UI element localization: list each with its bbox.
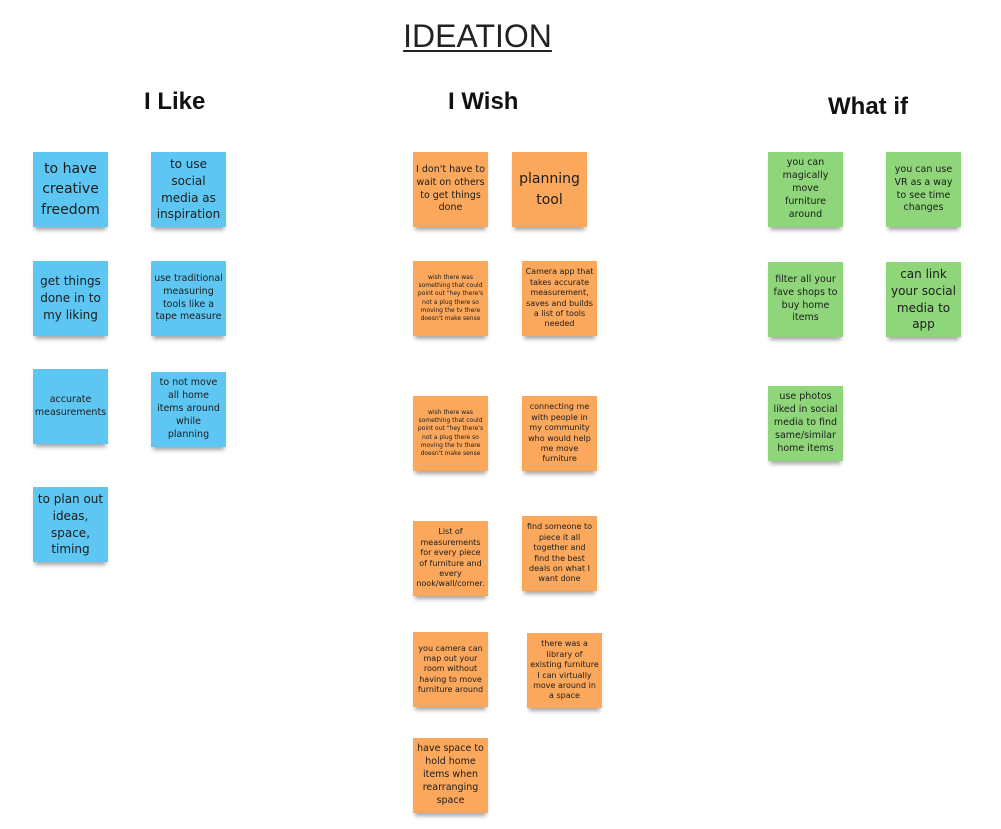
sticky-note-text: use photos liked in social media to find…	[773, 391, 838, 454]
sticky-note[interactable]: connecting me with people in my communit…	[522, 396, 597, 471]
sticky-note-text: to plan out ideas, space, timing	[37, 491, 104, 557]
board-title: IDEATION	[403, 18, 552, 54]
sticky-note[interactable]: can link your social media to app	[886, 262, 961, 337]
sticky-note[interactable]: to use social media as inspiration	[151, 152, 226, 227]
sticky-note-text: you camera can map out your room without…	[417, 643, 484, 695]
sticky-note-text: you can magically move furniture around	[782, 157, 829, 220]
sticky-note[interactable]: to have creative freedom	[33, 152, 108, 227]
sticky-note-text: connecting me with people in my communit…	[528, 402, 591, 464]
sticky-note[interactable]: accurate measurements	[33, 369, 108, 444]
sticky-note-text: accurate measurements	[34, 393, 107, 418]
sticky-note[interactable]: you can use VR as a way to see time chan…	[886, 152, 961, 227]
sticky-note[interactable]: to not move all home items around while …	[151, 372, 226, 447]
sticky-note-text: there was a library of existing furnitur…	[530, 639, 599, 701]
sticky-note[interactable]: List of measurements for every piece of …	[413, 521, 488, 596]
sticky-note-text: find someone to piece it all together an…	[527, 522, 592, 584]
sticky-note-text: to not move all home items around while …	[157, 377, 220, 440]
sticky-note-text: List of measurements for every piece of …	[416, 527, 485, 589]
sticky-note-text: filter all your fave shops to buy home i…	[773, 273, 838, 324]
sticky-note-text: wish there was something that could poin…	[417, 409, 484, 457]
sticky-note-text: to have creative freedom	[41, 161, 100, 218]
sticky-note-text: I don't have to wait on others to get th…	[416, 163, 485, 214]
sticky-note-text: get things done in to my liking	[40, 274, 101, 322]
sticky-note[interactable]: I don't have to wait on others to get th…	[413, 152, 488, 227]
sticky-note-text: wish there was something that could poin…	[417, 274, 484, 322]
sticky-note-text: have space to hold home items when rearr…	[417, 743, 484, 806]
column-header-i-wish: I Wish	[448, 88, 519, 115]
sticky-note[interactable]: there was a library of existing furnitur…	[527, 633, 602, 708]
sticky-note[interactable]: find someone to piece it all together an…	[522, 516, 597, 591]
sticky-note[interactable]: you can magically move furniture around	[768, 152, 843, 227]
sticky-note-text: can link your social media to app	[890, 266, 956, 332]
sticky-note-text: use traditional measuring tools like a t…	[154, 272, 223, 323]
sticky-note-text: planning tool	[519, 171, 580, 208]
sticky-note-text: you can use VR as a way to see time chan…	[894, 163, 953, 214]
column-header-what-if: What if	[828, 93, 908, 120]
sticky-note[interactable]: wish there was something that could poin…	[413, 396, 488, 471]
sticky-note[interactable]: planning tool	[512, 152, 587, 227]
sticky-note[interactable]: filter all your fave shops to buy home i…	[768, 262, 843, 337]
sticky-note[interactable]: you camera can map out your room without…	[413, 632, 488, 707]
sticky-note[interactable]: use photos liked in social media to find…	[768, 386, 843, 461]
sticky-note[interactable]: have space to hold home items when rearr…	[413, 738, 488, 813]
column-header-i-like: I Like	[144, 88, 206, 115]
sticky-note[interactable]: Camera app that takes accurate measureme…	[522, 261, 597, 336]
sticky-note[interactable]: use traditional measuring tools like a t…	[151, 261, 226, 336]
sticky-note[interactable]: get things done in to my liking	[33, 261, 108, 336]
sticky-note-text: Camera app that takes accurate measureme…	[525, 267, 594, 329]
sticky-note[interactable]: wish there was something that could poin…	[413, 261, 488, 336]
sticky-note-text: to use social media as inspiration	[156, 156, 221, 222]
sticky-note[interactable]: to plan out ideas, space, timing	[33, 487, 108, 562]
